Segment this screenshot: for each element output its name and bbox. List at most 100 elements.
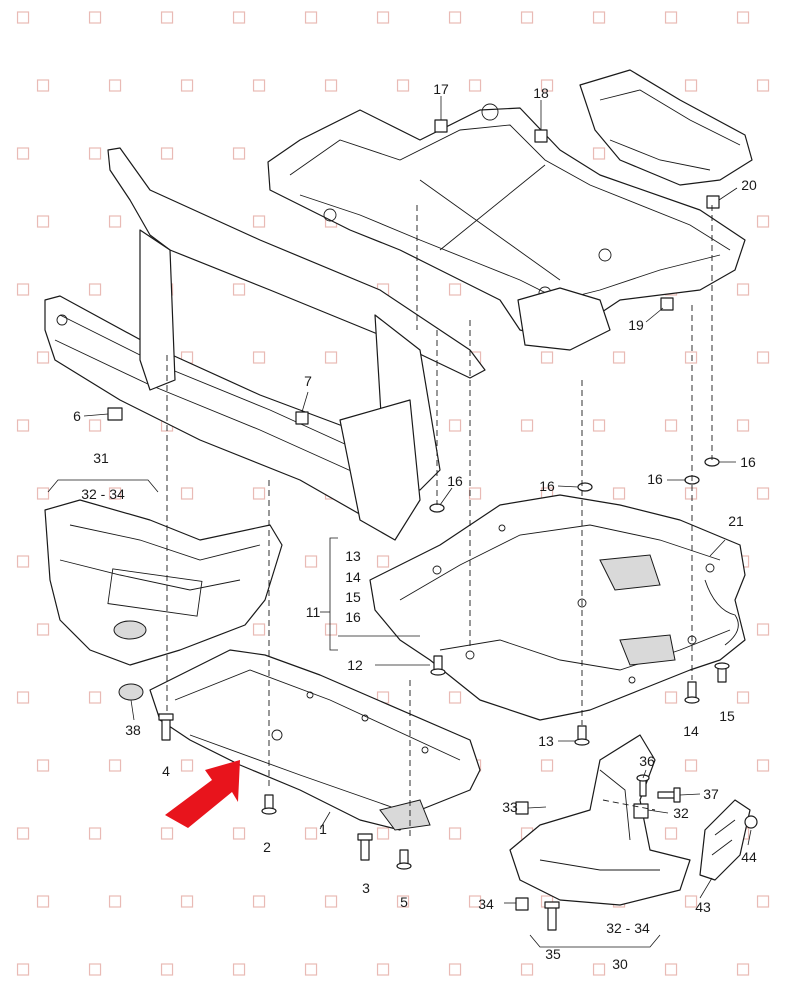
watermark-logo-icon <box>736 691 750 704</box>
watermark-logo-icon <box>448 11 462 24</box>
watermark-logo-icon <box>376 555 390 568</box>
watermark-logo-icon <box>592 419 606 432</box>
watermark-logo-icon <box>36 623 50 636</box>
callout-31: 31 <box>93 450 109 466</box>
watermark-logo-icon <box>448 283 462 296</box>
watermark-logo-icon <box>252 487 266 500</box>
callout-35: 35 <box>545 946 561 962</box>
callout-43: 43 <box>695 899 711 915</box>
callout-16a: 16 <box>345 609 361 625</box>
watermark-logo-icon <box>16 827 30 840</box>
watermark-logo-icon <box>448 827 462 840</box>
watermark-logo-icon <box>684 487 698 500</box>
watermark-logo-icon <box>108 895 122 908</box>
bolt-14-icon <box>684 681 700 704</box>
watermark-logo-icon <box>108 215 122 228</box>
watermark-logo-icon <box>540 79 554 92</box>
watermark-logo-icon <box>36 759 50 772</box>
watermark-logo-icon <box>376 963 390 976</box>
callout-33: 33 <box>502 799 518 815</box>
watermark-logo-icon <box>684 759 698 772</box>
bolt-35-icon <box>544 901 560 931</box>
washer-16a-icon <box>429 503 445 513</box>
watermark-logo-icon <box>304 827 318 840</box>
bolt-2-icon <box>261 794 277 815</box>
watermark-logo-icon <box>16 283 30 296</box>
watermark-logo-icon <box>664 11 678 24</box>
watermark-logo-icon <box>540 759 554 772</box>
watermark-logo-icon <box>520 963 534 976</box>
callout-34: 34 <box>478 896 494 912</box>
part-11-underbody-panel <box>369 494 746 721</box>
watermark-logo-icon <box>612 351 626 364</box>
watermark-logo-icon <box>252 79 266 92</box>
watermark-logo-icon <box>612 487 626 500</box>
watermark-logo-icon <box>180 895 194 908</box>
callout-16e: 16 <box>740 454 756 470</box>
alignment-lines <box>166 205 713 840</box>
bolt-12-icon <box>430 655 446 676</box>
watermark-logo-icon <box>684 895 698 908</box>
callout-32-34-right: 32 - 34 <box>606 920 650 936</box>
callout-20: 20 <box>741 177 757 193</box>
bolt-5-icon <box>396 849 412 870</box>
watermark-logo-icon <box>180 79 194 92</box>
part-43-bracket <box>699 799 751 881</box>
watermark-logo-icon <box>160 147 174 160</box>
watermark-logo-icon <box>16 11 30 24</box>
watermark-logo-icon <box>664 419 678 432</box>
callout-4: 4 <box>162 763 170 779</box>
watermark-logo-icon <box>252 623 266 636</box>
clip-34-icon <box>515 897 529 911</box>
callout-15b: 15 <box>719 708 735 724</box>
watermark-logo-icon <box>232 11 246 24</box>
watermark-logo-icon <box>88 691 102 704</box>
callout-1: 1 <box>319 821 327 837</box>
nut-32-icon <box>633 803 649 819</box>
watermark-logo-icon <box>540 351 554 364</box>
watermark-logo-icon <box>108 487 122 500</box>
watermark-logo-icon <box>448 963 462 976</box>
watermark-logo-icon <box>448 419 462 432</box>
watermark-logo-icon <box>520 11 534 24</box>
watermark-logo-icon <box>232 827 246 840</box>
watermark-logo-icon <box>324 79 338 92</box>
watermark-logo-icon <box>160 827 174 840</box>
callout-18: 18 <box>533 85 549 101</box>
watermark-logo-icon <box>232 147 246 160</box>
watermark-logo-icon <box>36 895 50 908</box>
bolt-15-icon <box>714 662 730 683</box>
watermark-logo-icon <box>448 691 462 704</box>
callout-13a: 13 <box>345 548 361 564</box>
callout-17: 17 <box>433 81 449 97</box>
callout-36: 36 <box>639 753 655 769</box>
watermark-logo-icon <box>468 487 482 500</box>
watermark-logo-icon <box>36 215 50 228</box>
watermark-logo-icon <box>16 147 30 160</box>
subframe <box>267 69 753 351</box>
part-1-underbody-panel <box>149 649 481 831</box>
clip-6-icon <box>107 407 123 421</box>
watermark-logo-icon <box>756 895 770 908</box>
watermark-logo-icon <box>684 79 698 92</box>
watermark-logo-icon <box>376 827 390 840</box>
callout-labels: 1 2 3 4 5 6 7 11 12 13 14 15 16 13 14 15… <box>73 81 757 972</box>
callout-16d: 16 <box>647 471 663 487</box>
watermark-logo-icon <box>36 487 50 500</box>
watermark-logo-icon <box>304 963 318 976</box>
bolt-3-icon <box>357 833 373 861</box>
watermark-logo-icon <box>756 623 770 636</box>
direction-arrow <box>165 760 240 828</box>
clip-20-icon <box>706 195 720 209</box>
leader-lines <box>47 96 752 948</box>
watermark-logo-icon <box>324 895 338 908</box>
callout-11: 11 <box>306 604 321 620</box>
callout-5: 5 <box>400 894 408 910</box>
callout-16b: 16 <box>447 473 463 489</box>
watermark-logo-icon <box>160 11 174 24</box>
callout-2: 2 <box>263 839 271 855</box>
callout-44: 44 <box>741 849 757 865</box>
callout-21: 21 <box>728 513 744 529</box>
watermark-logo-icon <box>324 623 338 636</box>
watermark-logo-icon <box>756 215 770 228</box>
